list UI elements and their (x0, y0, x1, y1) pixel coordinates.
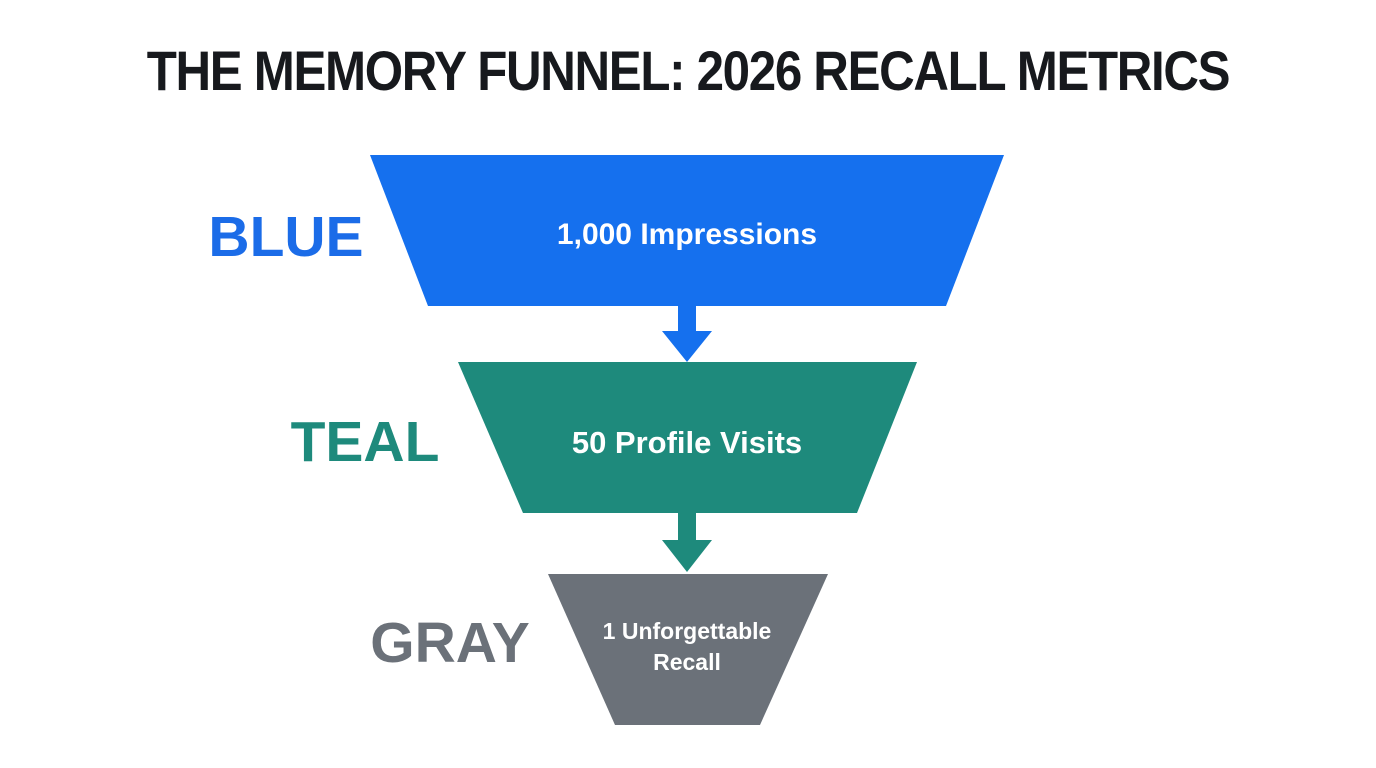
stage-value-unforgettable-recall-line2: Recall (653, 649, 721, 675)
stage-value-profile-visits: 50 Profile Visits (571, 425, 803, 460)
funnel-stage-teal-shape (458, 362, 917, 513)
stage-label-blue: BLUE (208, 205, 364, 269)
funnel-stage-gray-shape (548, 574, 828, 725)
stage-value-unforgettable-recall: 1 Unforgettable Recall (470, 616, 904, 678)
funnel-stage-blue-shape (370, 155, 1004, 306)
down-arrow-icon (662, 306, 712, 362)
stage-label-teal: TEAL (290, 410, 440, 474)
stage-value-unforgettable-recall-line1: 1 Unforgettable (602, 618, 772, 644)
stage-label-gray: GRAY (370, 611, 530, 675)
page-title: THE MEMORY FUNNEL: 2026 RECALL METRICS (146, 39, 1231, 102)
down-arrow-icon (662, 513, 712, 572)
stage-value-impressions: 1,000 Impressions (556, 218, 818, 251)
